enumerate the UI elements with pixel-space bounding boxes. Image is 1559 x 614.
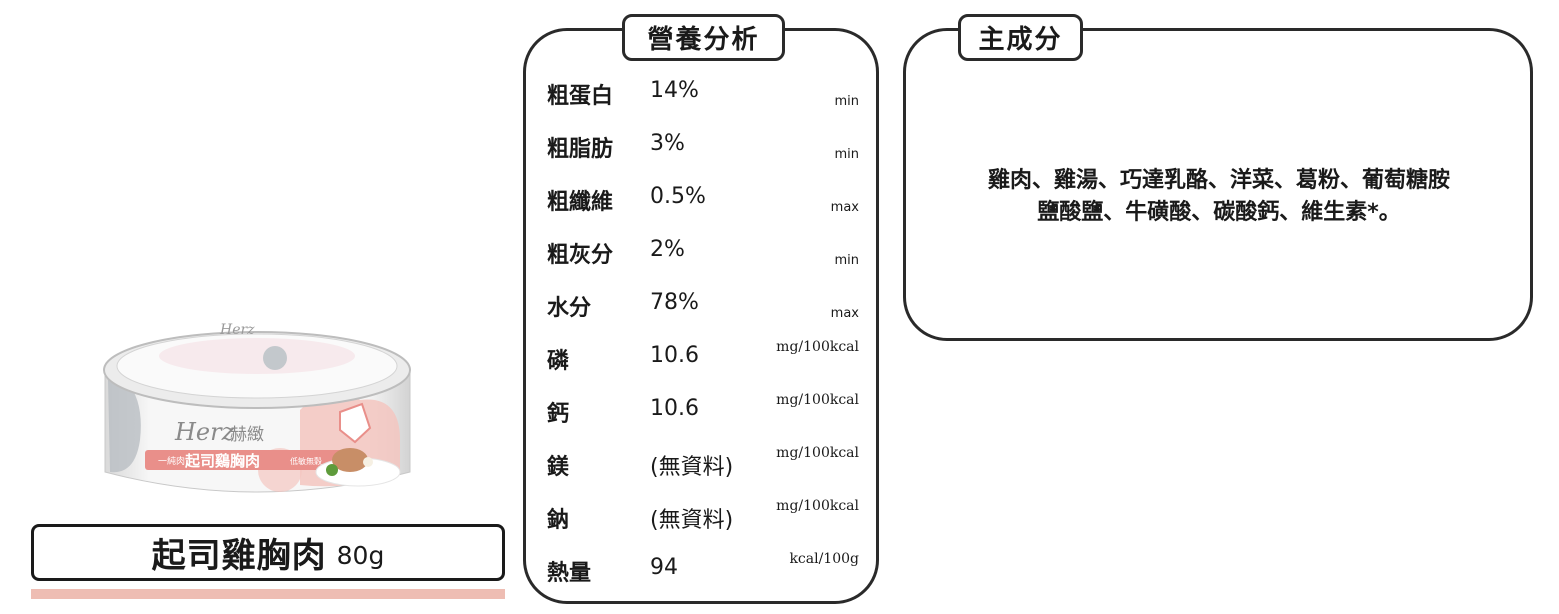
nutrient-unit: mg/100kcal <box>776 445 859 461</box>
nutrient-value: 94 <box>650 555 678 580</box>
nutrient-value: 3% <box>650 131 685 156</box>
nutrient-value: (無資料) <box>650 455 734 480</box>
nutrient-label: 鈉 <box>547 508 570 533</box>
nutrient-value: 0.5% <box>650 184 706 209</box>
nutrition-row: 鈣 10.6 mg/100kcal <box>547 383 859 436</box>
nutrient-value: 14% <box>650 78 699 103</box>
nutrient-label: 磷 <box>547 349 570 374</box>
nutrient-label: 粗蛋白 <box>547 84 614 109</box>
can-tag-right: 低敏無穀 <box>290 456 322 466</box>
product-weight: 80g <box>336 541 385 570</box>
nutrient-unit: max <box>830 306 859 321</box>
can-tag-left: 一純肉 <box>158 455 185 467</box>
nutrient-label: 粗纖維 <box>547 190 614 215</box>
nutrition-row: 水分 78% max <box>547 277 859 330</box>
nutrition-row: 磷 10.6 mg/100kcal <box>547 330 859 383</box>
nutrition-title: 營養分析 <box>622 14 785 61</box>
product-name: 起司雞胸肉 <box>151 536 327 576</box>
ingredients-panel <box>903 28 1533 341</box>
nutrient-value: 10.6 <box>650 396 699 421</box>
nutrition-row: 粗纖維 0.5% max <box>547 171 859 224</box>
nutrient-label: 鎂 <box>547 455 570 480</box>
nutrition-row: 鎂 (無資料) mg/100kcal <box>547 436 859 489</box>
ingredients-title: 主成分 <box>958 14 1083 61</box>
nutrient-value: (無資料) <box>650 508 734 533</box>
can-flavor-text: 起司鷄胸肉 <box>184 452 260 470</box>
nutrition-row: 粗蛋白 14% min <box>547 65 859 118</box>
nutrition-panel <box>523 28 879 604</box>
ingredients-list: 雞肉、雞湯、巧達乳酪、洋菜、葛粉、葡萄糖胺 鹽酸鹽、牛磺酸、碳酸鈣、維生素*。 <box>925 165 1513 229</box>
ingredients-line: 雞肉、雞湯、巧達乳酪、洋菜、葛粉、葡萄糖胺 <box>987 168 1450 193</box>
nutrient-unit: max <box>830 200 859 215</box>
svg-text:Herz: Herz <box>219 322 255 338</box>
nutrient-value: 2% <box>650 237 685 262</box>
nutrient-unit: min <box>834 147 859 162</box>
nutrient-label: 鈣 <box>547 402 570 427</box>
nutrient-unit: min <box>834 94 859 109</box>
nutrient-value: 10.6 <box>650 343 699 368</box>
nutrient-label: 熱量 <box>547 561 592 586</box>
accent-bar <box>31 589 505 599</box>
nutrient-label: 水分 <box>547 296 592 321</box>
nutrient-value: 78% <box>650 290 699 315</box>
ingredients-line: 鹽酸鹽、牛磺酸、碳酸鈣、維生素*。 <box>1037 200 1401 225</box>
product-name-box: 起司雞胸肉 80g <box>31 524 505 581</box>
nutrient-unit: mg/100kcal <box>776 498 859 514</box>
can-brand-cn: 赫緻 <box>230 425 264 445</box>
can-brand-logo: Herz <box>174 418 235 446</box>
nutrition-row: 粗脂肪 3% min <box>547 118 859 171</box>
nutrient-unit: mg/100kcal <box>776 339 859 355</box>
product-can-image: 一純肉 起司鷄胸肉 低敏無穀 Herz 赫緻 Herz <box>100 300 415 500</box>
nutrient-unit: kcal/100g <box>789 551 859 567</box>
nutrient-label: 粗灰分 <box>547 243 614 268</box>
nutrient-unit: mg/100kcal <box>776 392 859 408</box>
nutrition-row: 熱量 94 kcal/100g <box>547 542 859 595</box>
nutrient-label: 粗脂肪 <box>547 137 614 162</box>
nutrition-row: 鈉 (無資料) mg/100kcal <box>547 489 859 542</box>
nutrition-row: 粗灰分 2% min <box>547 224 859 277</box>
nutrition-table: 粗蛋白 14% min 粗脂肪 3% min 粗纖維 0.5% max 粗灰分 … <box>547 65 859 595</box>
nutrient-unit: min <box>834 253 859 268</box>
